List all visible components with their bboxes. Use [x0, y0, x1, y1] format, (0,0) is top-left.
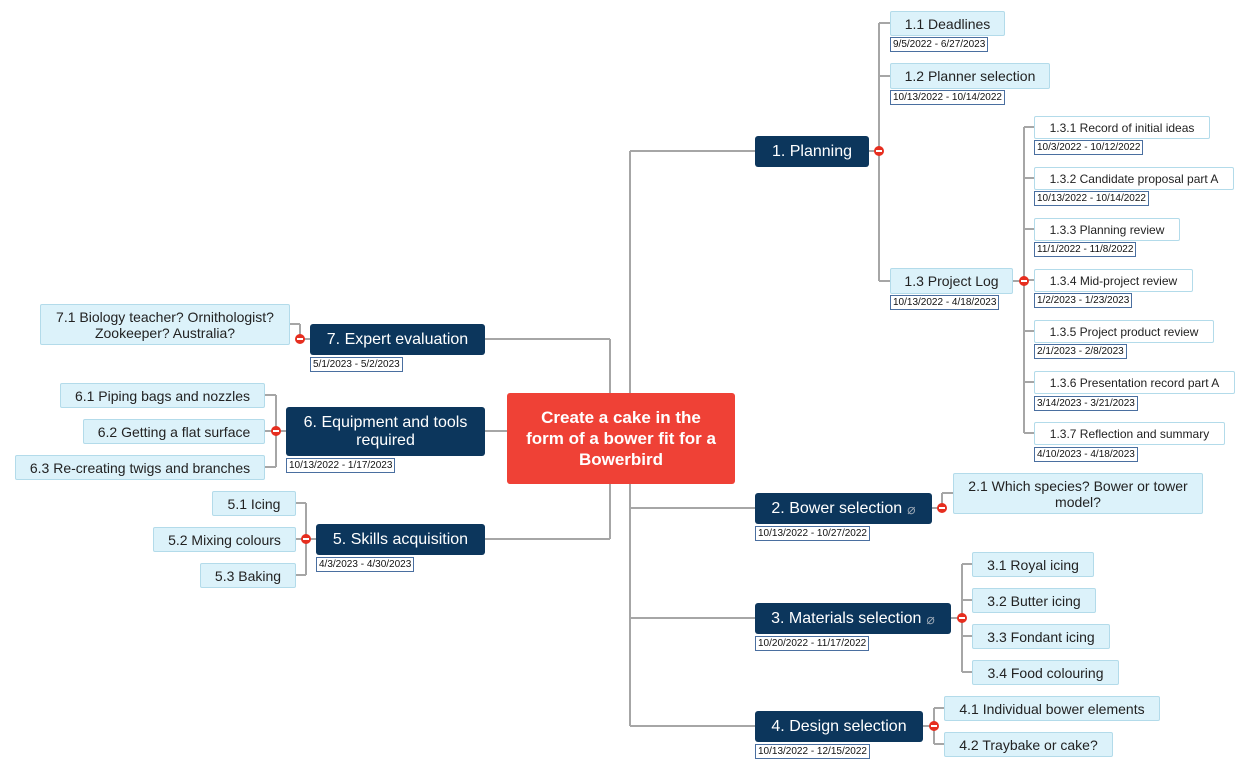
- topic-label: 4.2 Traybake or cake?: [959, 736, 1098, 753]
- topic-materials-selection[interactable]: 3. Materials selection⌀: [755, 603, 951, 634]
- subtopic-project-log[interactable]: 1.3 Project Log: [890, 268, 1013, 294]
- subtopic-record-of-initial-ideas[interactable]: 1.3.1 Record of initial ideas: [1034, 116, 1210, 139]
- date-range: 2/1/2023 - 2/8/2023: [1034, 344, 1127, 359]
- topic-label: 4. Design selection: [771, 717, 907, 735]
- subtopic-planner-selection[interactable]: 1.2 Planner selection: [890, 63, 1050, 89]
- topic-label: 1.3.5 Project product review: [1049, 324, 1199, 339]
- date-range: 10/13/2022 - 1/17/2023: [286, 458, 396, 473]
- subtopic-re-creating-twigs-and-branches[interactable]: 6.3 Re-creating twigs and branches: [15, 455, 265, 480]
- date-range: 10/20/2022 - 11/17/2022: [755, 636, 870, 651]
- topic-label: 4.1 Individual bower elements: [959, 700, 1145, 717]
- topic-label: 7.1 Biology teacher? Ornithologist? Zook…: [56, 308, 274, 341]
- topic-label: 1.3 Project Log: [904, 273, 999, 289]
- topic-label: 5.2 Mixing colours: [168, 531, 281, 548]
- topic-label: 3. Materials selection: [771, 609, 922, 627]
- date-range: 10/3/2022 - 10/12/2022: [1034, 140, 1144, 155]
- subtopic-icing[interactable]: 5.1 Icing: [212, 491, 296, 516]
- topic-label: 1.1 Deadlines: [904, 15, 991, 32]
- topic-label: 6. Equipment and tools required: [303, 413, 468, 449]
- subtopic-candidate-proposal-part-a[interactable]: 1.3.2 Candidate proposal part A: [1034, 167, 1234, 190]
- topic-label: 2.1 Which species? Bower or tower model?: [968, 477, 1188, 510]
- subtopic-traybake-or-cake[interactable]: 4.2 Traybake or cake?: [944, 732, 1113, 757]
- subtopic-which-species-bower-or-tower-model[interactable]: 2.1 Which species? Bower or tower model?: [953, 473, 1203, 514]
- date-range: 10/13/2022 - 4/18/2023: [890, 295, 1000, 310]
- central-topic-label: Create a cake in the form of a bower fit…: [526, 408, 716, 469]
- subtopic-presentation-record-part-a[interactable]: 1.3.6 Presentation record part A: [1034, 371, 1235, 394]
- subtopic-deadlines[interactable]: 1.1 Deadlines: [890, 11, 1005, 36]
- subtopic-piping-bags-and-nozzles[interactable]: 6.1 Piping bags and nozzles: [60, 383, 265, 408]
- topic-label: 1.2 Planner selection: [904, 68, 1036, 84]
- date-range: 10/13/2022 - 10/27/2022: [755, 526, 870, 541]
- topic-bower-selection[interactable]: 2. Bower selection⌀: [755, 493, 932, 524]
- collapse-icon[interactable]: [957, 613, 967, 623]
- date-range: 4/10/2023 - 4/18/2023: [1034, 447, 1138, 462]
- date-range: 4/3/2023 - 4/30/2023: [316, 557, 415, 572]
- topic-planning[interactable]: 1. Planning: [755, 136, 869, 167]
- topic-label: 3.3 Fondant icing: [987, 628, 1095, 645]
- subtopic-individual-bower-elements[interactable]: 4.1 Individual bower elements: [944, 696, 1160, 721]
- date-range: 9/5/2022 - 6/27/2023: [890, 37, 989, 52]
- topic-label: 1.3.2 Candidate proposal part A: [1049, 171, 1219, 186]
- topic-label: 1.3.1 Record of initial ideas: [1049, 120, 1195, 135]
- topic-label: 1.3.6 Presentation record part A: [1049, 375, 1220, 390]
- topic-label: 1.3.7 Reflection and summary: [1049, 426, 1210, 441]
- topic-label: 7. Expert evaluation: [326, 330, 469, 348]
- subtopic-food-colouring[interactable]: 3.4 Food colouring: [972, 660, 1119, 685]
- topic-label: 6.1 Piping bags and nozzles: [74, 387, 251, 404]
- subtopic-royal-icing[interactable]: 3.1 Royal icing: [972, 552, 1094, 577]
- collapse-icon[interactable]: [1019, 276, 1029, 286]
- topic-label: 3.1 Royal icing: [987, 556, 1079, 573]
- date-range: 1/2/2023 - 1/23/2023: [1034, 293, 1133, 308]
- date-range: 5/1/2023 - 5/2/2023: [310, 357, 403, 372]
- topic-label: 3.2 Butter icing: [987, 592, 1081, 609]
- subtopic-reflection-and-summary[interactable]: 1.3.7 Reflection and summary: [1034, 422, 1225, 445]
- topic-design-selection[interactable]: 4. Design selection: [755, 711, 923, 742]
- topic-label: 6.3 Re-creating twigs and branches: [29, 459, 251, 476]
- topic-label: 1.3.4 Mid-project review: [1049, 273, 1178, 288]
- subtopic-biology-teacher-ornithologist-zookeeper-australia[interactable]: 7.1 Biology teacher? Ornithologist? Zook…: [40, 304, 290, 345]
- date-range: 10/13/2022 - 12/15/2022: [755, 744, 870, 759]
- subtopic-planning-review[interactable]: 1.3.3 Planning review: [1034, 218, 1180, 241]
- collapse-icon[interactable]: [929, 721, 939, 731]
- paperclip-icon[interactable]: ⌀: [907, 500, 916, 517]
- topic-skills-acquisition[interactable]: 5. Skills acquisition: [316, 524, 485, 555]
- date-range: 3/14/2023 - 3/21/2023: [1034, 396, 1138, 411]
- topic-equipment-and-tools-required[interactable]: 6. Equipment and tools required: [286, 407, 485, 456]
- topic-label: 3.4 Food colouring: [987, 664, 1104, 681]
- date-range: 11/1/2022 - 11/8/2022: [1034, 242, 1137, 257]
- collapse-icon[interactable]: [874, 146, 884, 156]
- topic-expert-evaluation[interactable]: 7. Expert evaluation: [310, 324, 485, 355]
- collapse-icon[interactable]: [271, 426, 281, 436]
- subtopic-mid-project-review[interactable]: 1.3.4 Mid-project review: [1034, 269, 1193, 292]
- subtopic-getting-a-flat-surface[interactable]: 6.2 Getting a flat surface: [83, 419, 265, 444]
- collapse-icon[interactable]: [301, 534, 311, 544]
- topic-label: 5.3 Baking: [214, 567, 282, 584]
- topic-label: 1.3.3 Planning review: [1049, 222, 1165, 237]
- subtopic-butter-icing[interactable]: 3.2 Butter icing: [972, 588, 1096, 613]
- collapse-icon[interactable]: [937, 503, 947, 513]
- subtopic-baking[interactable]: 5.3 Baking: [200, 563, 296, 588]
- date-range: 10/13/2022 - 10/14/2022: [1034, 191, 1149, 206]
- topic-label: 1. Planning: [771, 142, 853, 160]
- subtopic-fondant-icing[interactable]: 3.3 Fondant icing: [972, 624, 1110, 649]
- topic-label: 2. Bower selection: [771, 499, 903, 517]
- topic-label: 6.2 Getting a flat surface: [97, 423, 251, 440]
- collapse-icon[interactable]: [295, 334, 305, 344]
- date-range: 10/13/2022 - 10/14/2022: [890, 90, 1005, 105]
- central-topic[interactable]: Create a cake in the form of a bower fit…: [507, 393, 735, 484]
- subtopic-project-product-review[interactable]: 1.3.5 Project product review: [1034, 320, 1214, 343]
- paperclip-icon[interactable]: ⌀: [926, 610, 935, 627]
- topic-label: 5. Skills acquisition: [332, 530, 469, 548]
- subtopic-mixing-colours[interactable]: 5.2 Mixing colours: [153, 527, 296, 552]
- topic-label: 5.1 Icing: [227, 495, 281, 512]
